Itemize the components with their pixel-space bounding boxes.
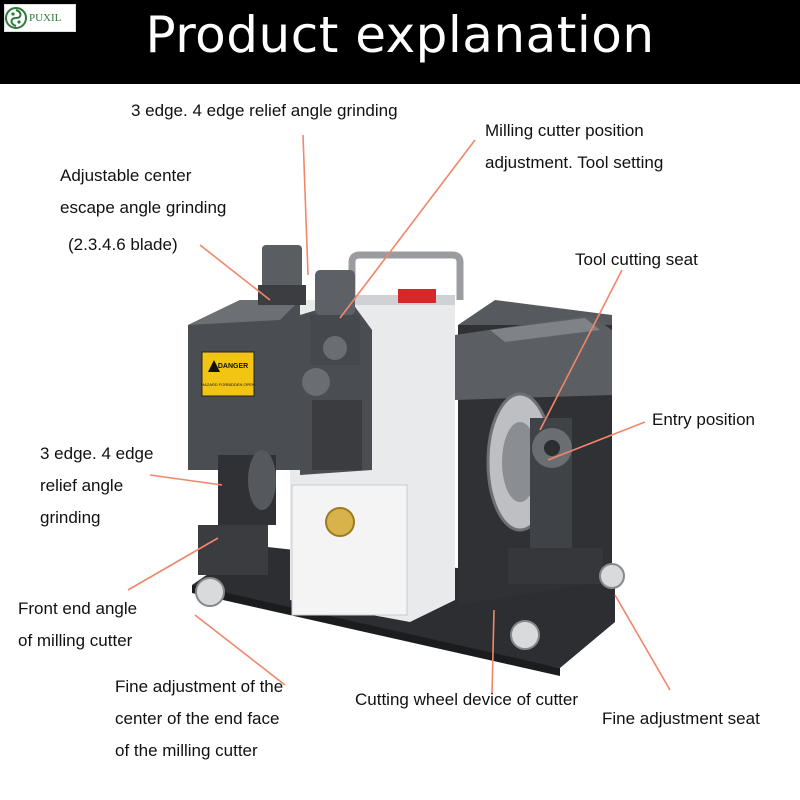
label-relief-top: 3 edge. 4 edge relief angle grinding xyxy=(131,101,398,120)
left-slide xyxy=(198,525,268,575)
header-banner: Product explanation xyxy=(0,0,800,84)
label-entry-position: Entry position xyxy=(652,410,755,429)
leader-lines xyxy=(127,134,671,695)
left-knob xyxy=(195,577,225,607)
label-relief-left-3: grinding xyxy=(40,508,101,527)
drawer-knob xyxy=(325,507,355,537)
warning-subtext: HAZARD FORBIDDEN OPEN xyxy=(201,382,255,387)
label-front-end-2: of milling cutter xyxy=(18,631,133,650)
label-fine-center-1: Fine adjustment of the xyxy=(115,677,284,696)
cutter-clamp xyxy=(315,270,355,315)
fine-seat-knob xyxy=(599,563,625,589)
power-switch xyxy=(398,289,436,303)
warning-text: DANGER xyxy=(218,363,248,370)
label-cutting-wheel: Cutting wheel device of cutter xyxy=(355,690,579,709)
label-relief-left-1: 3 edge. 4 edge xyxy=(40,444,154,463)
label-front-end-1: Front end angle xyxy=(18,599,138,618)
label-adjustable-center-1: Adjustable center xyxy=(60,166,192,185)
label-adjustable-center-3: (2.3.4.6 blade) xyxy=(68,235,178,254)
label-fine-center-2: center of the end face xyxy=(115,709,280,728)
label-fine-center-3: of the milling cutter xyxy=(115,741,258,760)
label-milling-position-2: adjustment. Tool setting xyxy=(485,153,664,172)
label-fine-adjustment-seat: Fine adjustment seat xyxy=(602,709,760,728)
label-adjustable-center-2: escape angle grinding xyxy=(60,198,227,217)
left-top-adjuster xyxy=(262,245,302,290)
label-tool-cutting-seat: Tool cutting seat xyxy=(575,250,698,269)
logo-swirl-icon xyxy=(5,7,27,29)
body-drawer xyxy=(291,484,408,616)
logo-text: PUXIL xyxy=(29,12,62,24)
brand-logo: PUXIL xyxy=(4,4,76,32)
page-title: Product explanation xyxy=(145,6,655,64)
clamp-knob xyxy=(302,368,330,396)
top-cover xyxy=(455,315,612,400)
carry-handle xyxy=(348,251,464,300)
front-knob xyxy=(510,620,540,650)
label-milling-position-1: Milling cutter position xyxy=(485,121,644,140)
label-relief-left-2: relief angle xyxy=(40,476,124,495)
warning-sticker xyxy=(201,351,255,397)
slide-table xyxy=(508,548,603,584)
